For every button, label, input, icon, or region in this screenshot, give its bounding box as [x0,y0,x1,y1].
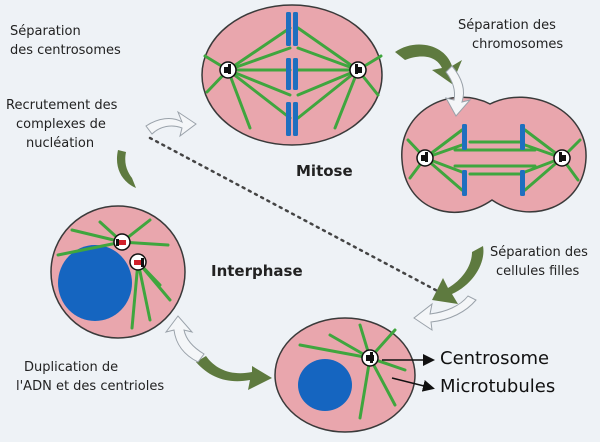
interphase-duplicating-cell [50,205,186,339]
phase-divider-dotted-line [148,136,447,297]
legend-microtubules: Microtubules [440,376,556,397]
nucleus [298,359,352,411]
arrow-duplication [196,356,272,390]
duplicated-centrioles [113,233,147,271]
arrow-separation-cellules-outline [413,295,477,332]
phase-label-mitose: Mitose [296,162,353,180]
arrow-duplication-outline [164,315,205,363]
label-recrutement: Recrutement des complexes de nucléation [6,98,118,151]
daughter-cell [274,317,435,433]
centrosome-left-anaphase [416,149,434,167]
phase-label-interphase: Interphase [211,262,303,280]
centrosome-left [219,61,237,79]
centrosome-right [349,61,367,79]
daughter-centrosome [361,349,379,367]
arrow-recrutement [116,150,136,188]
chromosomes [286,12,298,136]
label-duplication: Duplication de l'ADN et des centrioles [16,360,165,394]
label-separation-chromosomes: Séparation des chromosomes [458,18,564,52]
legend-centrosome: Centrosome [440,348,550,369]
arrow-recrutement-outline [145,110,197,138]
arrow-to-separation-cellules [432,246,484,304]
anaphase-cell [401,96,587,214]
separating-chromosomes [462,124,525,196]
metaphase-cell [201,4,383,146]
arrow-centrosomes-to-chromosomes [395,44,462,84]
centrosome-right-anaphase [553,149,571,167]
nucleus [58,245,132,321]
arrow-chromosomes-outline [445,65,472,117]
label-separation-centrosomes: Séparation des centrosomes [10,24,121,58]
microtubules-pointer [391,377,435,392]
label-separation-cellules: Séparation des cellules filles [490,245,588,279]
